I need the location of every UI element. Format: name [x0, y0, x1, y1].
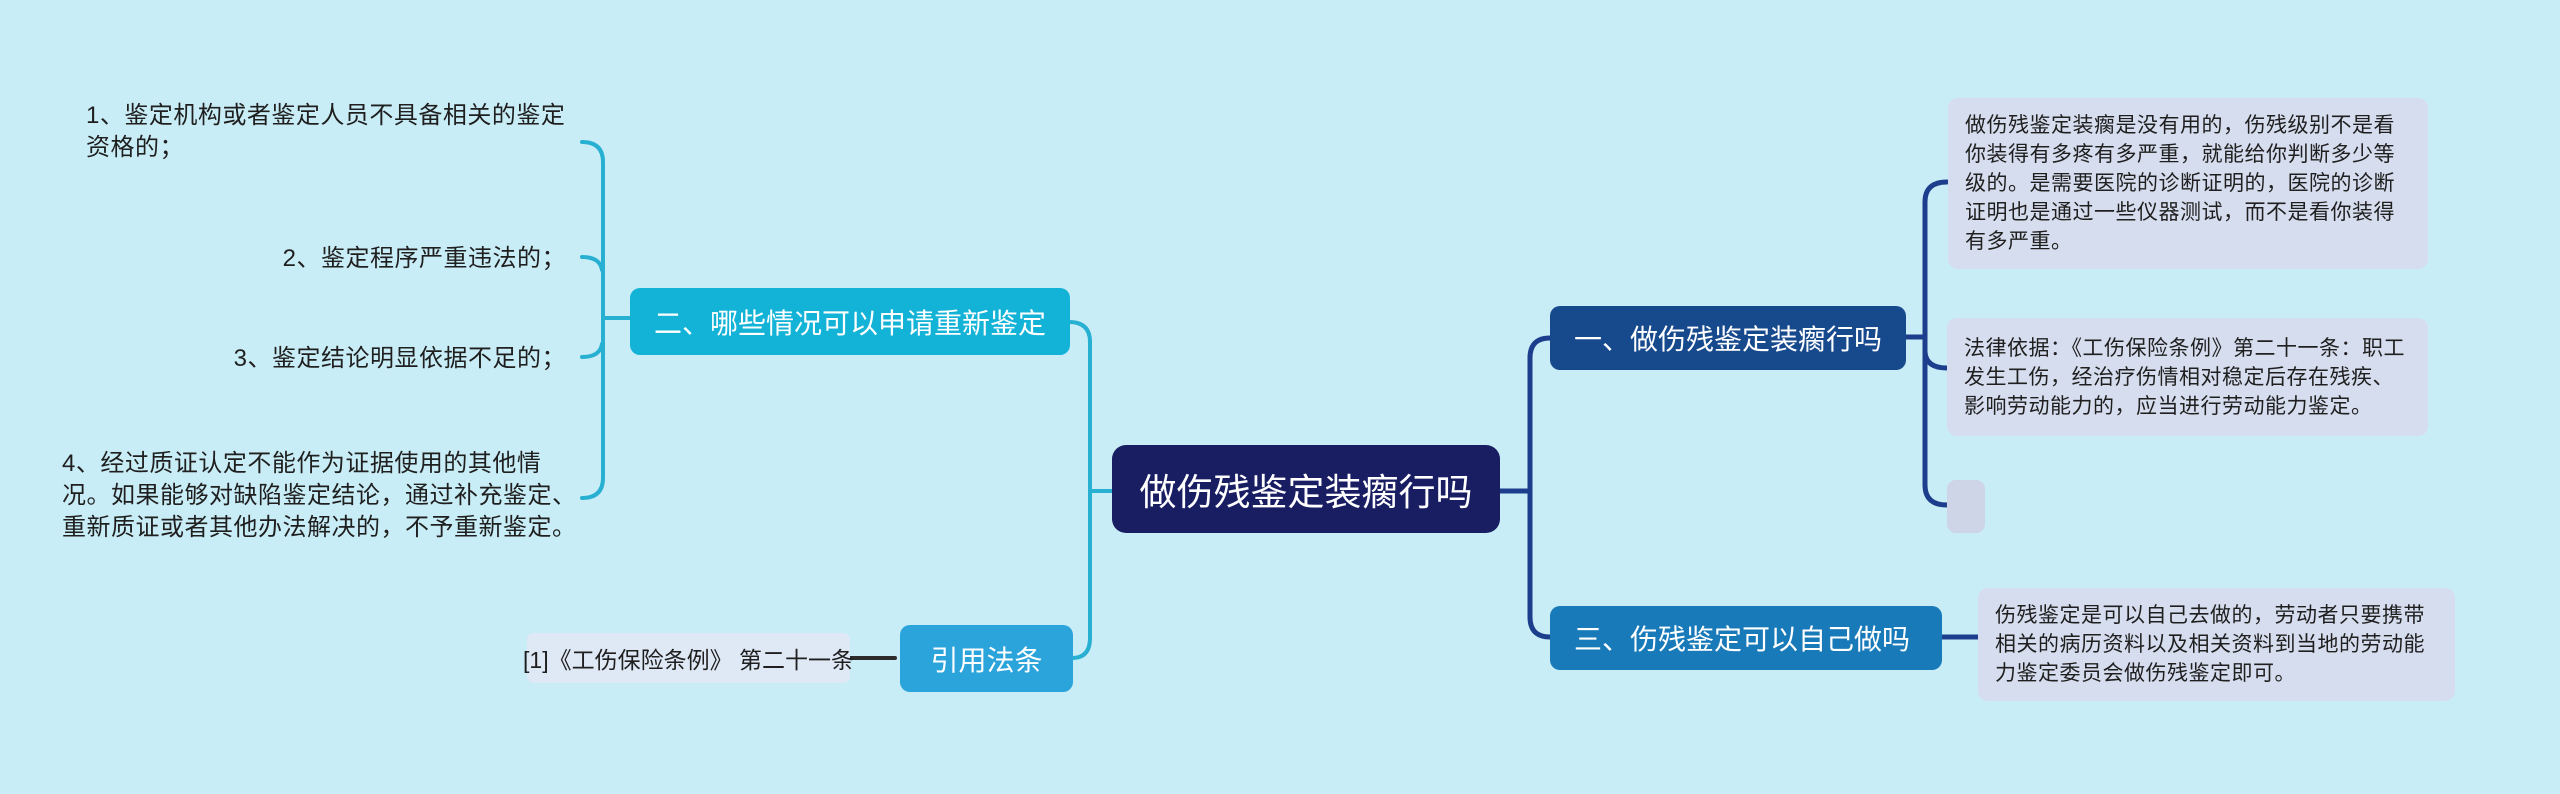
note-legal-basis[interactable]: 法律依据：《工伤保险条例》第二十一条：职工发生工伤，经治疗伤情相对稳定后存在残疾…	[1947, 318, 2428, 436]
connector-item2-hook	[580, 255, 604, 272]
note-self-assessment[interactable]: 伤残鉴定是可以自己去做的，劳动者只要携带相关的病历资料以及相关资料到当地的劳动能…	[1978, 588, 2455, 701]
central-topic[interactable]: 做伤残鉴定装瘸行吗	[1112, 445, 1500, 533]
connector-right-main-bracket	[1527, 335, 1553, 640]
detail-item-2[interactable]: 2、鉴定程序严重违法的；	[282, 245, 566, 272]
connector-left-main-bracket	[1067, 320, 1092, 660]
detail-item-4[interactable]: 4、经过质证认定不能作为证据使用的其他情况。如果能够对缺陷鉴定结论，通过补充鉴定…	[62, 450, 577, 541]
topic-citation[interactable]: 引用法条	[900, 625, 1073, 692]
connector-left-items-bracket	[580, 140, 605, 500]
topic-fake-disability[interactable]: 一、做伤残鉴定装瘸行吗	[1550, 306, 1906, 370]
reference-label[interactable]: [1]《工伤保险条例》 第二十一条	[523, 633, 854, 683]
topic-regrade-conditions[interactable]: 二、哪些情况可以申请重新鉴定	[630, 288, 1070, 355]
topic-self-assessment[interactable]: 三、伤残鉴定可以自己做吗	[1550, 606, 1942, 670]
connector-note-legal-hook	[1922, 349, 1950, 371]
note-empty[interactable]	[1947, 480, 1985, 533]
detail-item-3[interactable]: 3、鉴定结论明显依据不足的；	[233, 345, 566, 372]
connector-topic-one-bracket	[1922, 179, 1950, 508]
note-fake-disability[interactable]: 做伤残鉴定装瘸是没有用的，伤残级别不是看你装得有多疼有多严重，就能给你判断多少等…	[1948, 98, 2428, 269]
connector-item3-hook	[580, 342, 604, 359]
detail-item-1[interactable]: 1、鉴定机构或者鉴定人员不具备相关的鉴定资格的；	[86, 102, 566, 161]
